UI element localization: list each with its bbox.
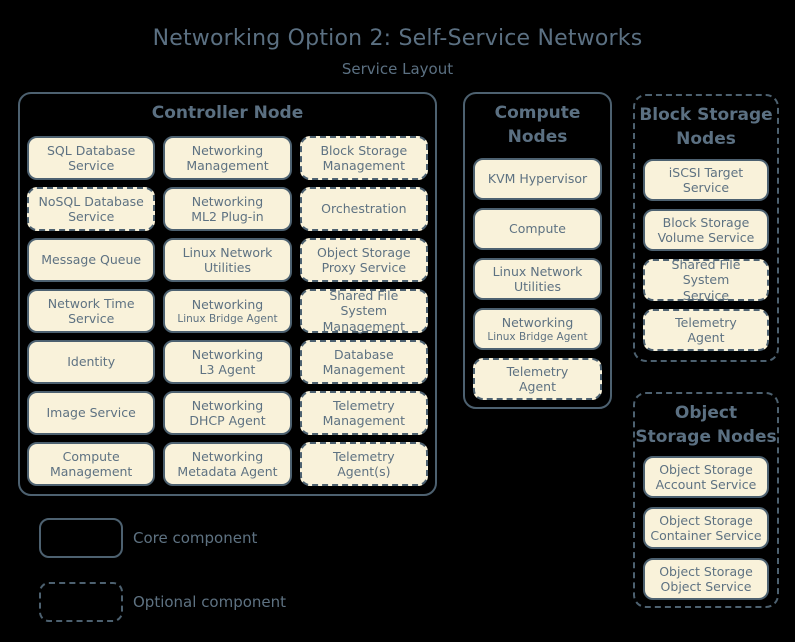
- service-image-service: Image Service: [27, 391, 156, 435]
- service-nosql-database-service: NoSQL Database Service: [27, 187, 156, 231]
- service-label: Telemetry Agent: [506, 363, 569, 394]
- service-networking-l3-agent: Networking L3 Agent: [163, 340, 292, 384]
- optional-component-swatch: [39, 582, 123, 622]
- service-label: iSCSI Target Service: [668, 164, 744, 195]
- service-label: Networking L3 Agent: [191, 346, 264, 377]
- service-label: Object Storage Proxy Service: [317, 244, 411, 275]
- service-telemetry-management: Telemetry Management: [299, 391, 428, 435]
- service-label: Networking: [501, 314, 574, 330]
- service-iscsi-target-service: iSCSI Target Service: [643, 159, 769, 201]
- service-label: Block Storage Volume Service: [657, 214, 755, 245]
- service-database-management: Database Management: [299, 340, 428, 384]
- legend-optional-row: Optional component: [39, 582, 286, 622]
- service-telemetry-agent: Telemetry Agent: [643, 309, 769, 351]
- block-storage-nodes-title: Block Storage Nodes: [639, 105, 773, 149]
- service-compute-management: Compute Management: [27, 442, 156, 486]
- service-networking-management: Networking Management: [163, 136, 292, 180]
- service-label: Compute: [508, 221, 566, 237]
- service-networking-dhcp-agent: Networking DHCP Agent: [163, 391, 292, 435]
- object-storage-nodes-title: Object Storage Nodes: [635, 403, 777, 447]
- service-shared-file-system-service: Shared File System Service: [643, 257, 769, 303]
- page-title: Networking Option 2: Self-Service Networ…: [152, 26, 643, 51]
- controller-node-services: SQL Database Service Networking Managemen…: [27, 136, 428, 486]
- service-networking-ml2-plugin: Networking ML2 Plug-in: [163, 187, 292, 231]
- service-kvm-hypervisor: KVM Hypervisor: [473, 158, 602, 200]
- service-network-time-service: Network Time Service: [27, 289, 156, 333]
- service-label: Identity: [67, 354, 116, 370]
- service-label: Networking Management: [186, 142, 269, 173]
- service-object-storage-object-service: Object Storage Object Service: [643, 558, 769, 600]
- service-sql-database-service: SQL Database Service: [27, 136, 156, 180]
- service-label: Message Queue: [41, 252, 142, 268]
- service-label: KVM Hypervisor: [487, 171, 588, 187]
- service-label: Telemetry Management: [322, 397, 405, 428]
- service-label: Networking DHCP Agent: [189, 397, 266, 428]
- service-orchestration: Orchestration: [299, 187, 428, 231]
- service-block-storage-volume-service: Block Storage Volume Service: [643, 209, 769, 251]
- service-object-storage-container-service: Object Storage Container Service: [643, 507, 769, 549]
- service-label: Network Time Service: [47, 295, 135, 326]
- page-subtitle: Service Layout: [341, 60, 454, 78]
- service-label: Object Storage Account Service: [655, 461, 757, 492]
- service-label: Telemetry Agent: [675, 314, 737, 345]
- core-component-swatch: [39, 518, 123, 558]
- service-message-queue: Message Queue: [27, 238, 156, 282]
- service-label: Networking Metadata Agent: [177, 448, 278, 479]
- service-telemetry-agents: Telemetry Agent(s): [299, 442, 428, 486]
- service-label: Networking ML2 Plug-in: [191, 193, 264, 224]
- service-object-storage-account-service: Object Storage Account Service: [643, 456, 769, 498]
- service-shared-file-system-management: Shared File System Management: [299, 288, 428, 334]
- service-label: Database Management: [322, 346, 405, 377]
- service-label: Telemetry Agent(s): [332, 448, 395, 479]
- service-label: Networking: [191, 296, 264, 312]
- service-label: Compute Management: [49, 448, 133, 479]
- service-label: Orchestration: [321, 201, 407, 217]
- service-label: NoSQL Database Service: [38, 193, 144, 224]
- service-block-storage-management: Block Storage Management: [299, 136, 428, 180]
- service-telemetry-agent: Telemetry Agent: [473, 358, 602, 400]
- service-linux-network-utilities: Linux Network Utilities: [163, 238, 292, 282]
- core-component-label: Core component: [133, 529, 258, 547]
- service-label: Shared File System Service: [671, 257, 741, 303]
- object-storage-nodes-group: Object Storage Nodes Object Storage Acco…: [633, 392, 779, 608]
- service-label: SQL Database Service: [46, 142, 136, 173]
- service-label: Object Storage Object Service: [659, 563, 753, 594]
- service-sublabel: Linux Bridge Agent: [487, 331, 588, 344]
- service-linux-network-utilities: Linux Network Utilities: [473, 258, 602, 300]
- controller-node-title: Controller Node: [151, 103, 304, 123]
- service-networking-metadata-agent: Networking Metadata Agent: [163, 442, 292, 486]
- service-label: Object Storage Container Service: [650, 512, 762, 543]
- service-label: Image Service: [46, 405, 136, 421]
- compute-nodes-title: Compute Nodes: [494, 103, 581, 147]
- service-sublabel: Linux Bridge Agent: [177, 313, 278, 326]
- optional-component-label: Optional component: [133, 593, 287, 611]
- service-label: Block Storage Management: [320, 142, 408, 173]
- block-storage-nodes-group: Block Storage Nodes iSCSI Target Service…: [633, 94, 779, 362]
- service-label: Linux Network Utilities: [492, 263, 583, 294]
- service-compute: Compute: [473, 208, 602, 250]
- service-object-storage-proxy-service: Object Storage Proxy Service: [299, 238, 428, 282]
- service-label: Shared File System Management: [322, 288, 405, 334]
- service-label: Linux Network Utilities: [182, 244, 273, 275]
- service-identity: Identity: [27, 340, 156, 384]
- legend-core-row: Core component: [39, 518, 257, 558]
